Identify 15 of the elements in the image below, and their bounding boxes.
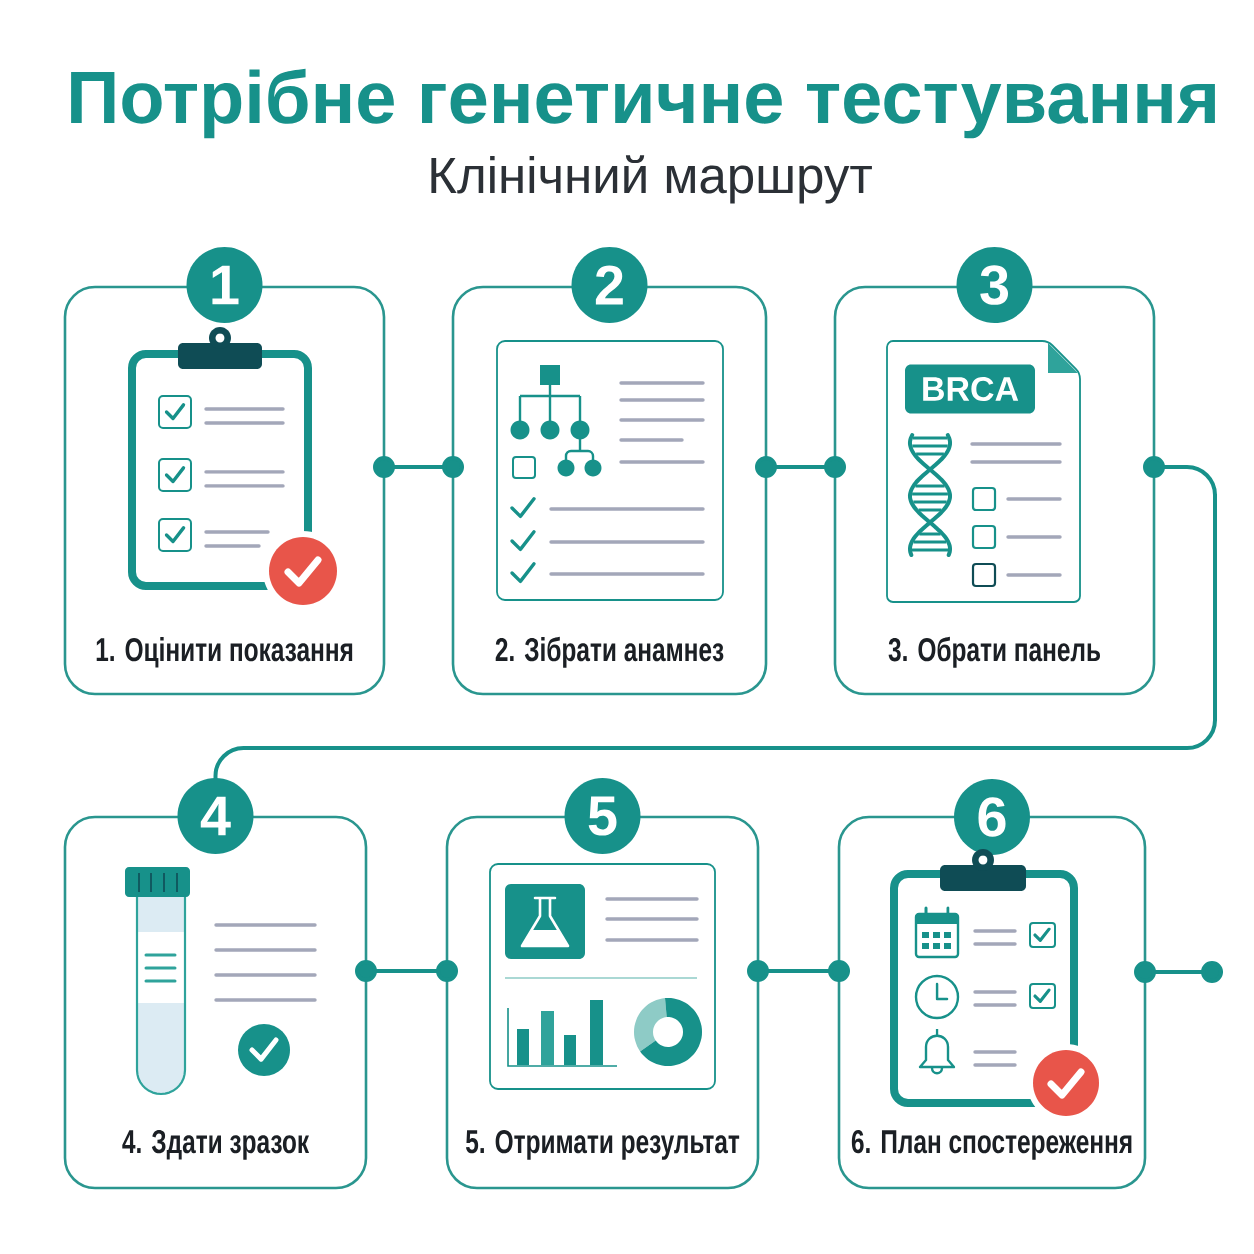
subtitle: Клінічний маршрут [431, 155, 872, 204]
number-badge: 1 [186, 247, 263, 323]
number-badge: 6 [954, 779, 1030, 855]
connector-line [755, 456, 846, 478]
gene-tag: BRCA [905, 364, 1035, 414]
connector-line [373, 456, 464, 478]
number-badge: 5 [564, 778, 641, 854]
number-badge: 4 [177, 778, 254, 854]
connector-line [1134, 961, 1223, 983]
connector-line [355, 960, 458, 982]
connector-line [747, 960, 850, 982]
number-badge: 3 [956, 247, 1033, 323]
number-badge: 2 [571, 247, 648, 323]
title: Потрібне генетичне тестування [71, 68, 1215, 139]
connector-line [213, 456, 1217, 780]
